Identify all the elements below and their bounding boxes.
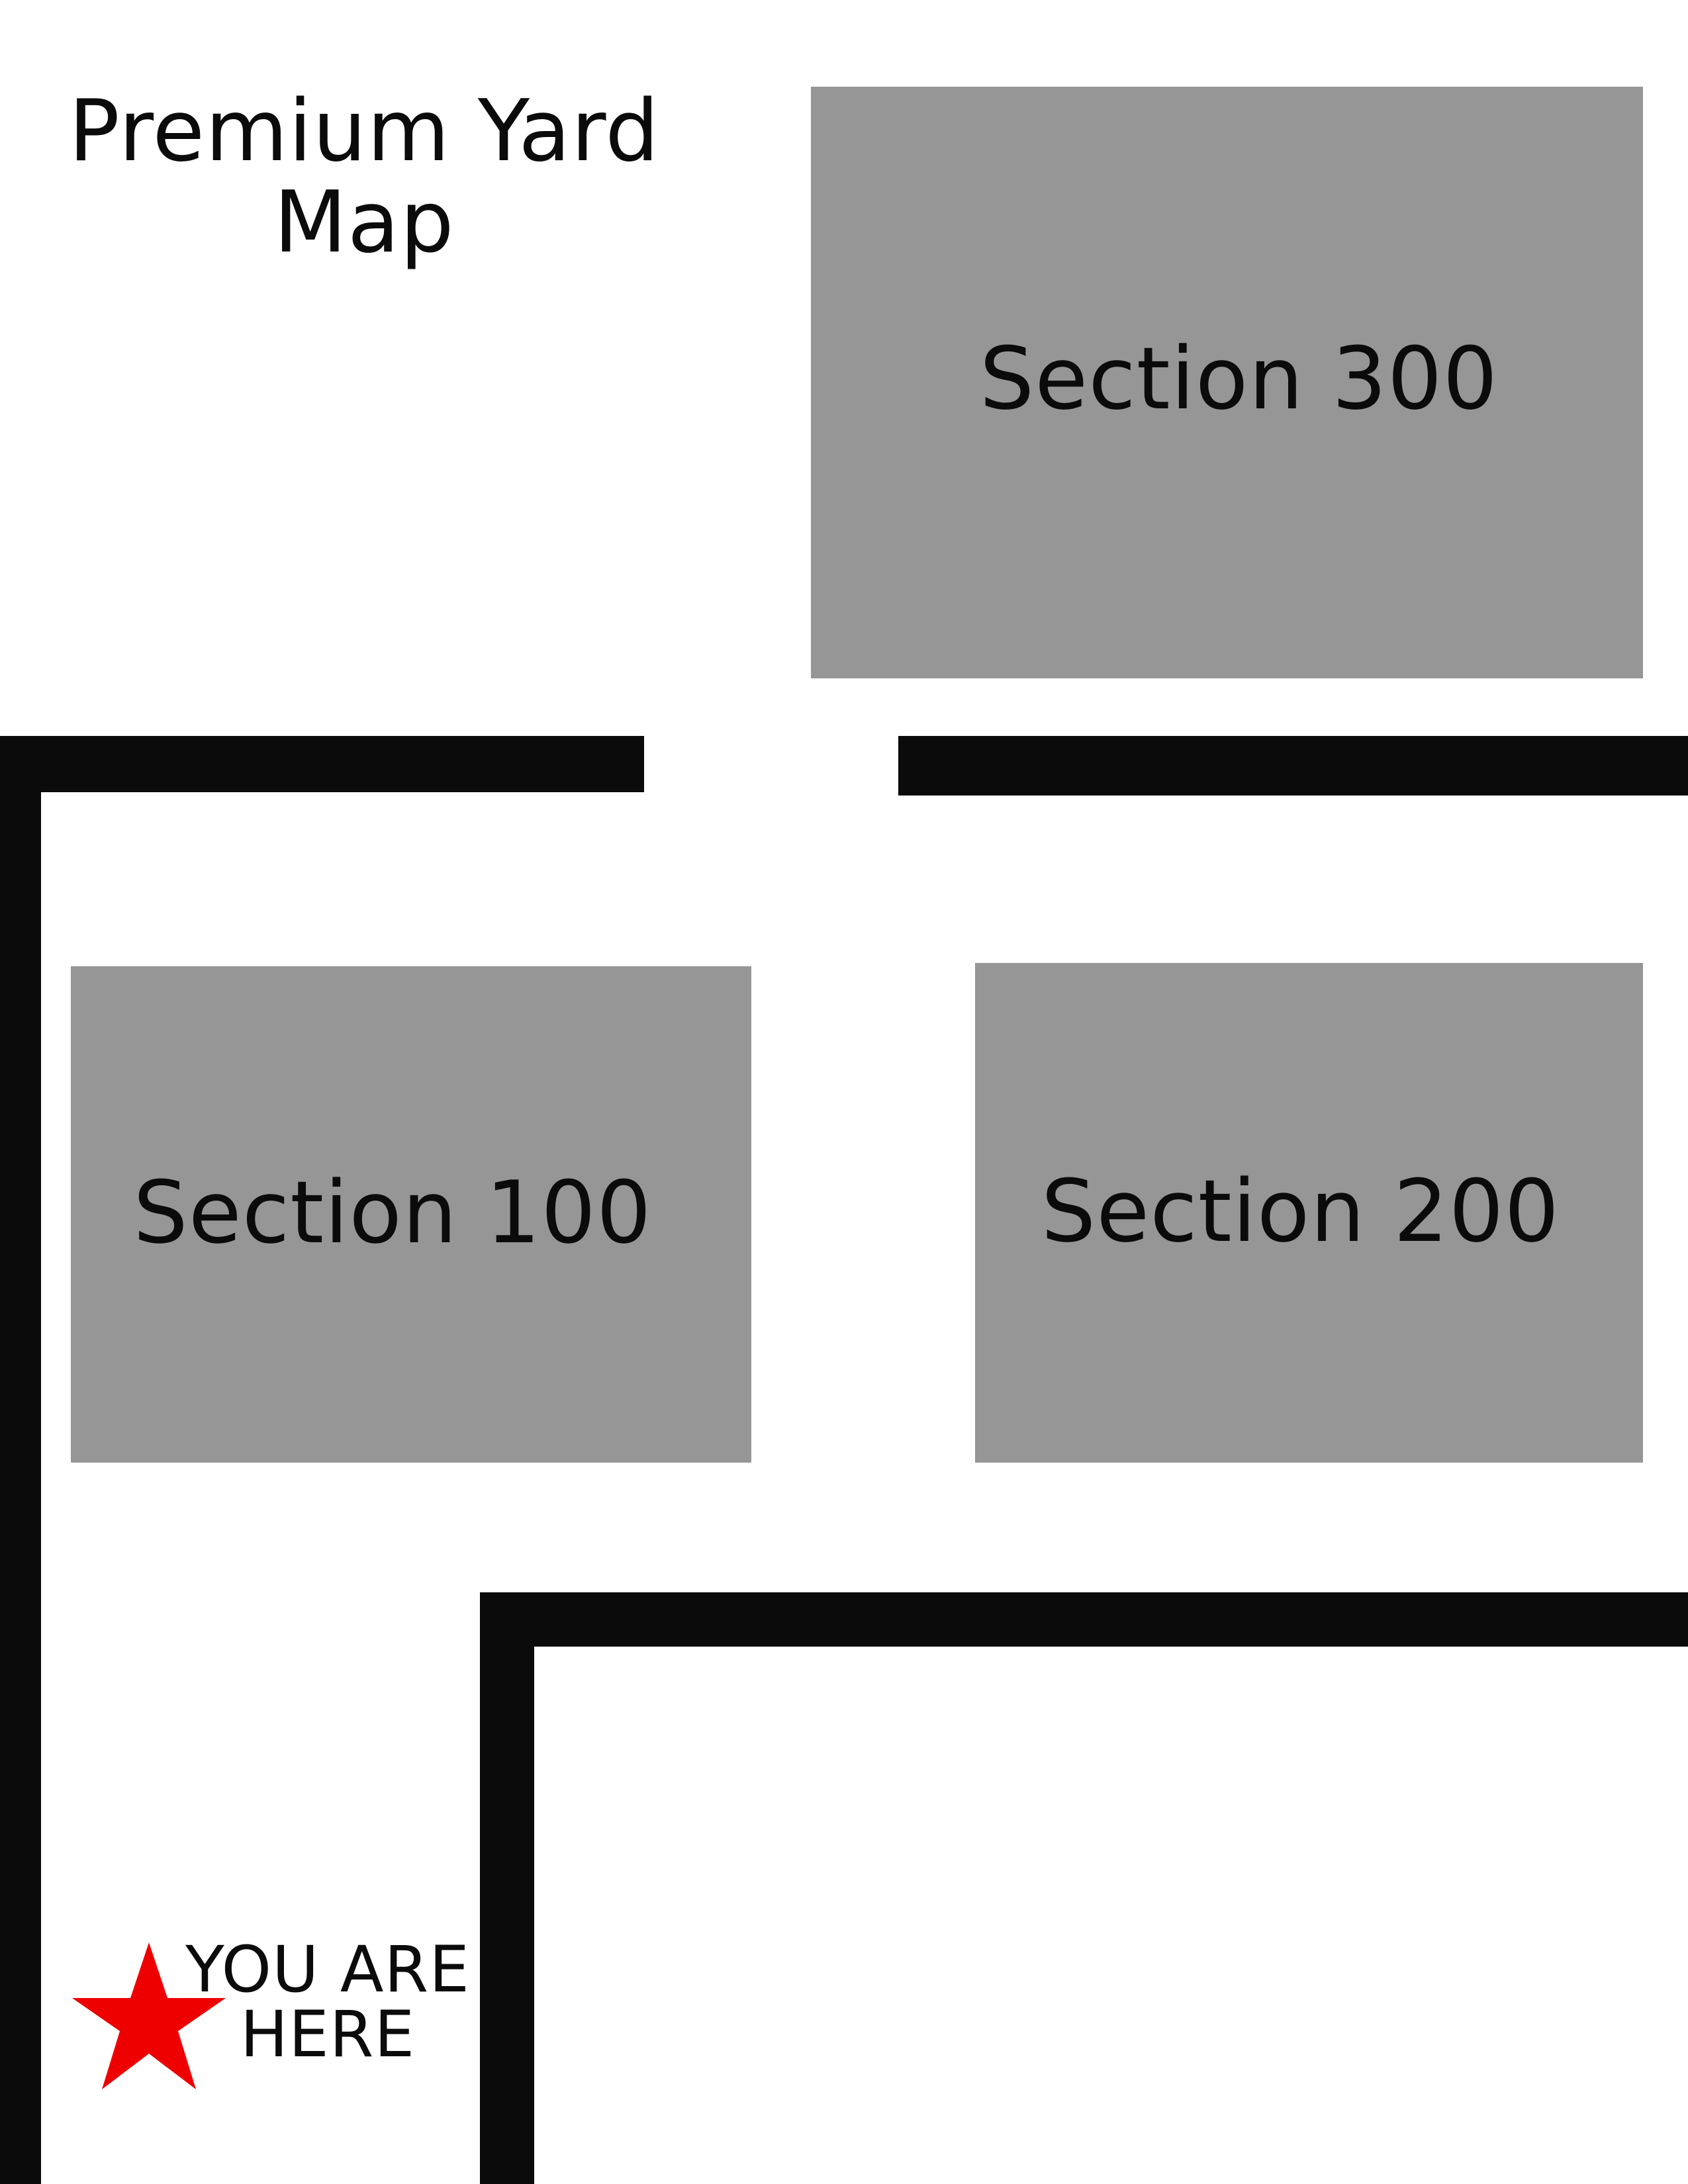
- wall-top-left: [0, 736, 644, 792]
- wall-bottom-vertical: [480, 1592, 534, 2184]
- you-are-here-label: YOU ARE HERE: [179, 1937, 477, 2067]
- wall-bottom-horizontal: [480, 1592, 1688, 1647]
- map-title: Premium Yard Map: [68, 82, 660, 272]
- section-100-label: Section 100: [133, 1162, 652, 1263]
- you-are-here-line-2: HERE: [240, 1997, 416, 2071]
- wall-top-right: [898, 736, 1688, 796]
- section-200[interactable]: Section 200: [975, 963, 1643, 1463]
- you-are-here-marker: [72, 1942, 226, 2089]
- wall-left: [0, 736, 41, 2184]
- section-200-label: Section 200: [1041, 1160, 1560, 1261]
- you-are-here-line-1: YOU ARE: [185, 1933, 470, 2007]
- section-300-label: Section 300: [979, 328, 1499, 429]
- section-100[interactable]: Section 100: [71, 966, 751, 1463]
- star-icon: [72, 1942, 226, 2089]
- section-300[interactable]: Section 300: [811, 87, 1643, 678]
